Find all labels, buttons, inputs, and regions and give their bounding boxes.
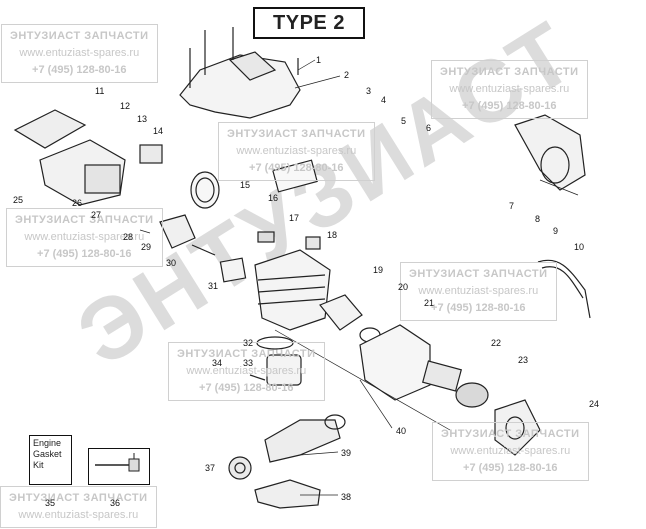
filter-cover bbox=[13, 109, 87, 149]
callout-24: 24 bbox=[589, 399, 600, 409]
callout-18: 18 bbox=[327, 230, 338, 240]
callout-6: 6 bbox=[426, 123, 432, 133]
callout-14: 14 bbox=[153, 126, 164, 136]
callout-20: 20 bbox=[398, 282, 409, 292]
piston-ring bbox=[256, 336, 294, 350]
callout-35: 35 bbox=[45, 498, 56, 508]
callout-23: 23 bbox=[518, 355, 529, 365]
watermark-block: ЭНТУЗИАСТ ЗАПЧАСТИ www.entuziast-spares.… bbox=[400, 262, 557, 321]
kit-label-line: Gasket bbox=[33, 449, 62, 459]
muffler-gasket bbox=[319, 294, 363, 331]
callout-12: 12 bbox=[120, 101, 131, 111]
intake-manifold bbox=[159, 214, 196, 249]
wire-10 bbox=[537, 259, 591, 319]
tool-box-36 bbox=[88, 448, 150, 485]
ignition-coil bbox=[514, 114, 586, 191]
watermark-block: ЭНТУЗИАСТ ЗАПЧАСТИ www.entuziast-spares.… bbox=[168, 342, 325, 401]
plate-16 bbox=[272, 159, 318, 193]
bearing-37 bbox=[228, 456, 252, 480]
callout-10: 10 bbox=[574, 242, 585, 252]
callout-28: 28 bbox=[123, 232, 134, 242]
callout-32: 32 bbox=[243, 338, 254, 348]
callout-7: 7 bbox=[509, 201, 515, 211]
callout-3: 3 bbox=[366, 86, 372, 96]
diagram-title: TYPE 2 bbox=[253, 7, 365, 39]
callout-36: 36 bbox=[110, 498, 121, 508]
watermark-block: ЭНТУЗИАСТ ЗАПЧАСТИ www.entuziast-spares.… bbox=[431, 60, 588, 119]
callout-40: 40 bbox=[396, 426, 407, 436]
spark-plug bbox=[257, 231, 275, 243]
callout-38: 38 bbox=[341, 492, 352, 502]
part-22 bbox=[421, 360, 463, 392]
kit-label-line: Engine bbox=[33, 438, 62, 448]
spark-arrestor-screen bbox=[455, 382, 489, 408]
part-14 bbox=[139, 144, 163, 164]
engine-gasket-kit-box: Engine Gasket Kit bbox=[29, 435, 72, 485]
callout-11: 11 bbox=[95, 86, 105, 96]
callout-26: 26 bbox=[72, 198, 83, 208]
callout-30: 30 bbox=[166, 258, 177, 268]
callout-34: 34 bbox=[212, 358, 223, 368]
callout-39: 39 bbox=[341, 448, 352, 458]
callout-29: 29 bbox=[141, 242, 152, 252]
gasket-15 bbox=[190, 171, 220, 209]
callout-37: 37 bbox=[205, 463, 216, 473]
crankcase-half bbox=[254, 479, 321, 509]
callout-31: 31 bbox=[208, 281, 219, 291]
watermark-block: ЭНТУЗИАСТ ЗАПЧАСТИ www.entuziast-spares.… bbox=[0, 486, 157, 528]
muffler bbox=[359, 324, 431, 401]
callout-21: 21 bbox=[424, 298, 435, 308]
watermark-block: ЭНТУЗИАСТ ЗАПЧАСТИ www.entuziast-spares.… bbox=[432, 422, 589, 481]
crankshaft bbox=[264, 419, 341, 463]
piston bbox=[266, 354, 302, 386]
callout-16: 16 bbox=[268, 193, 279, 203]
watermark-block: ЭНТУЗИАСТ ЗАПЧАСТИ www.entuziast-spares.… bbox=[6, 208, 163, 267]
watermark-block: ЭНТУЗИАСТ ЗАПЧАСТИ www.entuziast-spares.… bbox=[218, 122, 375, 181]
callout-27: 27 bbox=[91, 210, 102, 220]
callout-5: 5 bbox=[401, 116, 407, 126]
callout-13: 13 bbox=[137, 114, 148, 124]
callout-8: 8 bbox=[535, 214, 541, 224]
gasket-31 bbox=[219, 257, 247, 283]
callout-15: 15 bbox=[240, 180, 251, 190]
kit-label-line: Kit bbox=[33, 460, 44, 470]
callout-1: 1 bbox=[316, 55, 322, 65]
callout-25: 25 bbox=[13, 195, 24, 205]
tool-icon bbox=[95, 453, 140, 472]
watermark-block: ЭНТУЗИАСТ ЗАПЧАСТИ www.entuziast-spares.… bbox=[1, 24, 158, 83]
callout-22: 22 bbox=[491, 338, 502, 348]
callout-2: 2 bbox=[344, 70, 350, 80]
callout-19: 19 bbox=[373, 265, 384, 275]
muffler-cover bbox=[494, 399, 541, 456]
callout-4: 4 bbox=[381, 95, 387, 105]
callout-17: 17 bbox=[289, 213, 300, 223]
callout-9: 9 bbox=[553, 226, 559, 236]
callout-33: 33 bbox=[243, 358, 254, 368]
